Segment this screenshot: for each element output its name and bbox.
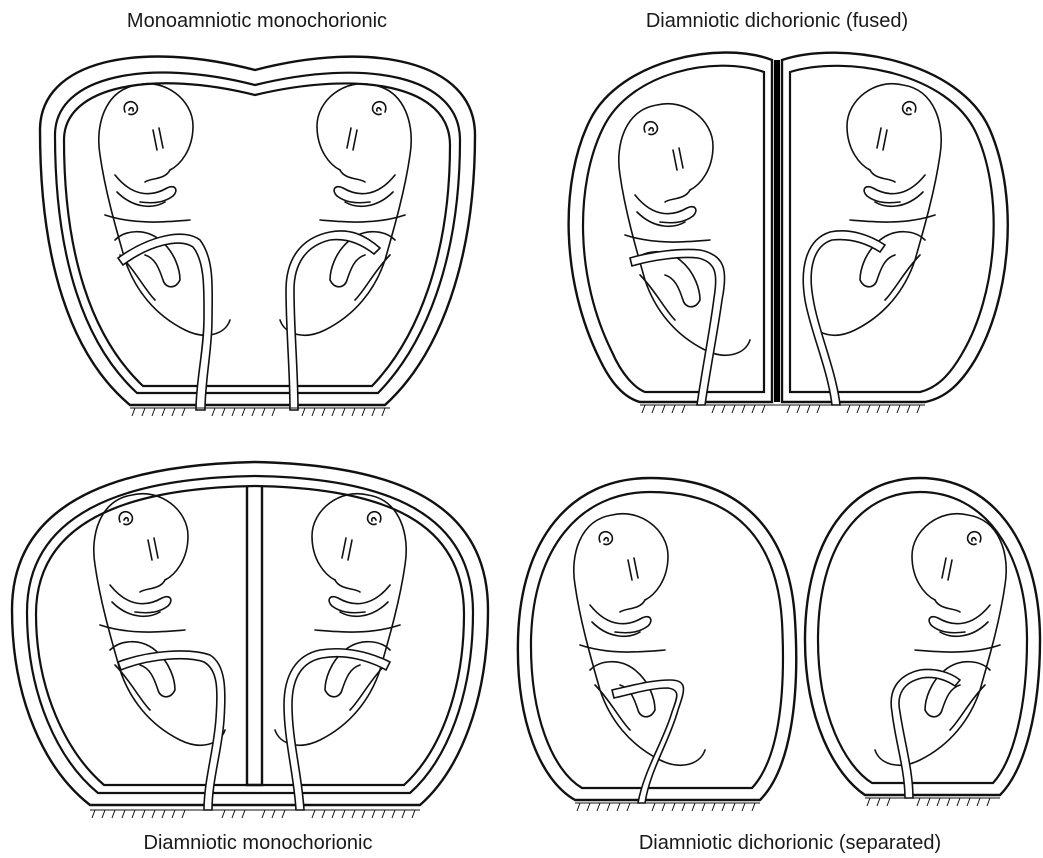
fetus-left [94, 494, 225, 746]
fetus-left [619, 104, 750, 356]
chorion-right-sac [805, 478, 1040, 795]
umbilical-cord-right [803, 231, 885, 405]
amnion-inner-wall [55, 73, 460, 393]
fetus-right [810, 84, 941, 336]
umbilical-cord-right [286, 231, 380, 410]
fetus-right [280, 84, 411, 336]
panel-diamniotic-monochorionic [12, 462, 488, 818]
umbilical-cord-right [891, 669, 960, 798]
panel-monoamniotic-monochorionic [40, 57, 475, 417]
umbilical-cord-left [630, 249, 725, 405]
chorion-outer-wall [12, 462, 488, 805]
chorion-left-sac [569, 53, 772, 403]
placental-hatching [640, 405, 925, 413]
placental-hatching [90, 810, 420, 818]
panel-diamniotic-dichorionic-fused [569, 53, 1008, 414]
placental-hatching [130, 408, 390, 416]
umbilical-cord-left [612, 680, 683, 803]
amniotic-septum [247, 486, 262, 785]
fetus-left [574, 514, 705, 766]
panel-diamniotic-dichorionic-separated [518, 478, 1040, 811]
umbilical-cord-left [118, 234, 212, 410]
fetus-right [275, 494, 406, 746]
chorion-right-sac [782, 53, 1008, 402]
